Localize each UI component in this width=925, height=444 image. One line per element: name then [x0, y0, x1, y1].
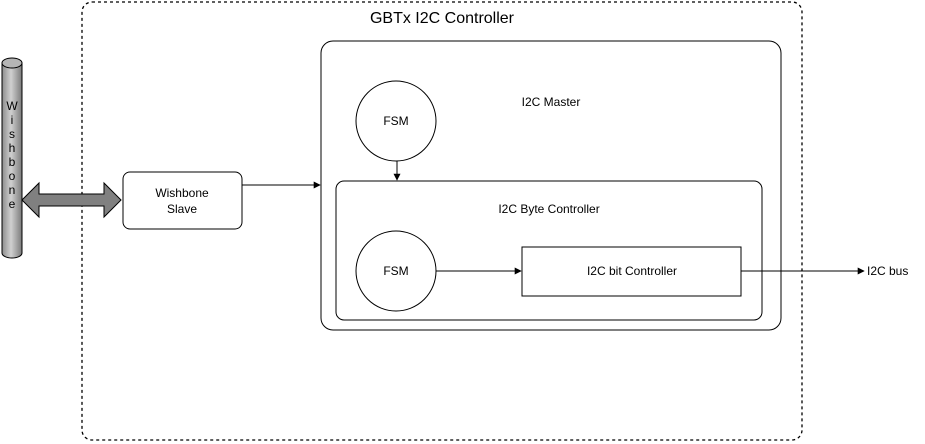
master-fsm-label: FSM: [383, 114, 408, 128]
wishbone-bus-letter: W: [6, 99, 18, 113]
wishbone-bus-cylinder: [1, 62, 23, 259]
master-fsm-circle: [355, 80, 437, 162]
i2c-bus-label: I2C bus: [867, 264, 908, 278]
wishbone-bus-letter: n: [9, 183, 16, 197]
byte-fsm-label: FSM: [383, 264, 408, 278]
wishbone-slave-label-line2: Slave: [167, 202, 197, 216]
wishbone-bus-letter: h: [9, 141, 16, 155]
diagram-title: GBTx I2C Controller: [370, 10, 515, 27]
wishbone-slave-box: [122, 171, 243, 230]
wishbone-bus-letter: s: [9, 127, 15, 141]
wishbone-bus-letter: e: [9, 197, 16, 211]
i2c-bit-controller-box: [521, 246, 742, 297]
wishbone-slave-label-line1: Wishbone: [155, 186, 209, 200]
bidirectional-arrow: [21, 181, 122, 219]
wishbone-bus: W i s h b o n e: [1, 57, 23, 259]
wishbone-bus-letter: i: [11, 113, 14, 127]
i2c-master-label: I2C Master: [522, 95, 581, 109]
wishbone-bus-cylinder-top: [1, 57, 23, 69]
wishbone-bus-label: W i s h b o n e: [6, 99, 18, 211]
wishbone-bus-letter: o: [9, 169, 16, 183]
wishbone-slave-block: Wishbone Slave: [122, 171, 243, 230]
i2c-bit-controller-block: I2C bit Controller: [521, 246, 742, 297]
wishbone-bus-letter: b: [9, 155, 16, 169]
gbtx-i2c-controller-boundary: [81, 1, 803, 441]
i2c-byte-controller-label: I2C Byte Controller: [498, 202, 599, 216]
gbtx-i2c-controller-group: GBTx I2C Controller: [81, 1, 803, 441]
i2c-bit-controller-label: I2C bit Controller: [587, 264, 677, 278]
